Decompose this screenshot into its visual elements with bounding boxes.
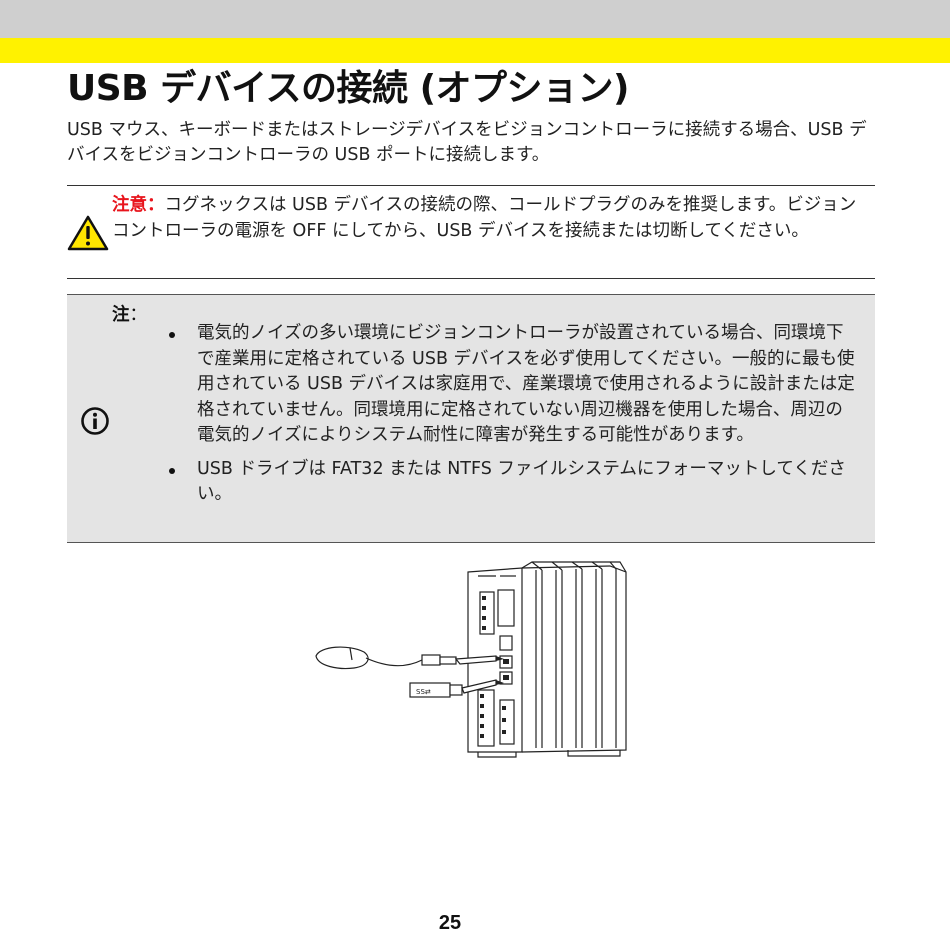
note-label-colon: ： [129, 305, 148, 325]
svg-text:SS⇄: SS⇄ [416, 688, 431, 696]
note-item-text: 電気的ノイズの多い環境にビジョンコントローラが設置されている場合、同環境下で産業… [197, 323, 855, 445]
caution-box: 注意：コグネックスは USB デバイスの接続の際、コールドプラグのみを推奨します… [67, 185, 875, 279]
header-gray-band [0, 0, 950, 38]
warning-triangle-icon [67, 215, 109, 251]
note-item-text: USB ドライブは FAT32 または NTFS ファイルシステムにフォーマット… [197, 458, 846, 505]
note-list: 電気的ノイズの多い環境にビジョンコントローラが設置されている場合、同環境下で産業… [167, 321, 857, 516]
bullet-icon [169, 332, 175, 338]
page-title: USB デバイスの接続 (オプション) [67, 68, 630, 109]
page-number: 25 [438, 912, 462, 934]
note-label: 注： [112, 301, 147, 326]
note-list-item: 電気的ノイズの多い環境にビジョンコントローラが設置されている場合、同環境下で産業… [167, 321, 857, 449]
note-box: 注： 電気的ノイズの多い環境にビジョンコントローラが設置されている場合、同環境下… [67, 294, 875, 543]
caution-text-block: 注意：コグネックスは USB デバイスの接続の際、コールドプラグのみを推奨します… [112, 192, 872, 244]
note-list-item: USB ドライブは FAT32 または NTFS ファイルシステムにフォーマット… [167, 457, 857, 508]
note-label-text: 注 [112, 305, 130, 325]
info-icon [81, 407, 109, 435]
usb-device-connection-illustration: SS⇄ [315, 561, 627, 758]
intro-paragraph: USB マウス、キーボードまたはストレージデバイスをビジョンコントローラに接続す… [67, 120, 867, 165]
caution-label: 注意： [112, 195, 165, 215]
caution-text: コグネックスは USB デバイスの接続の際、コールドプラグのみを推奨します。ビジ… [112, 195, 857, 241]
header-yellow-band [0, 38, 950, 63]
bullet-icon [169, 467, 175, 474]
